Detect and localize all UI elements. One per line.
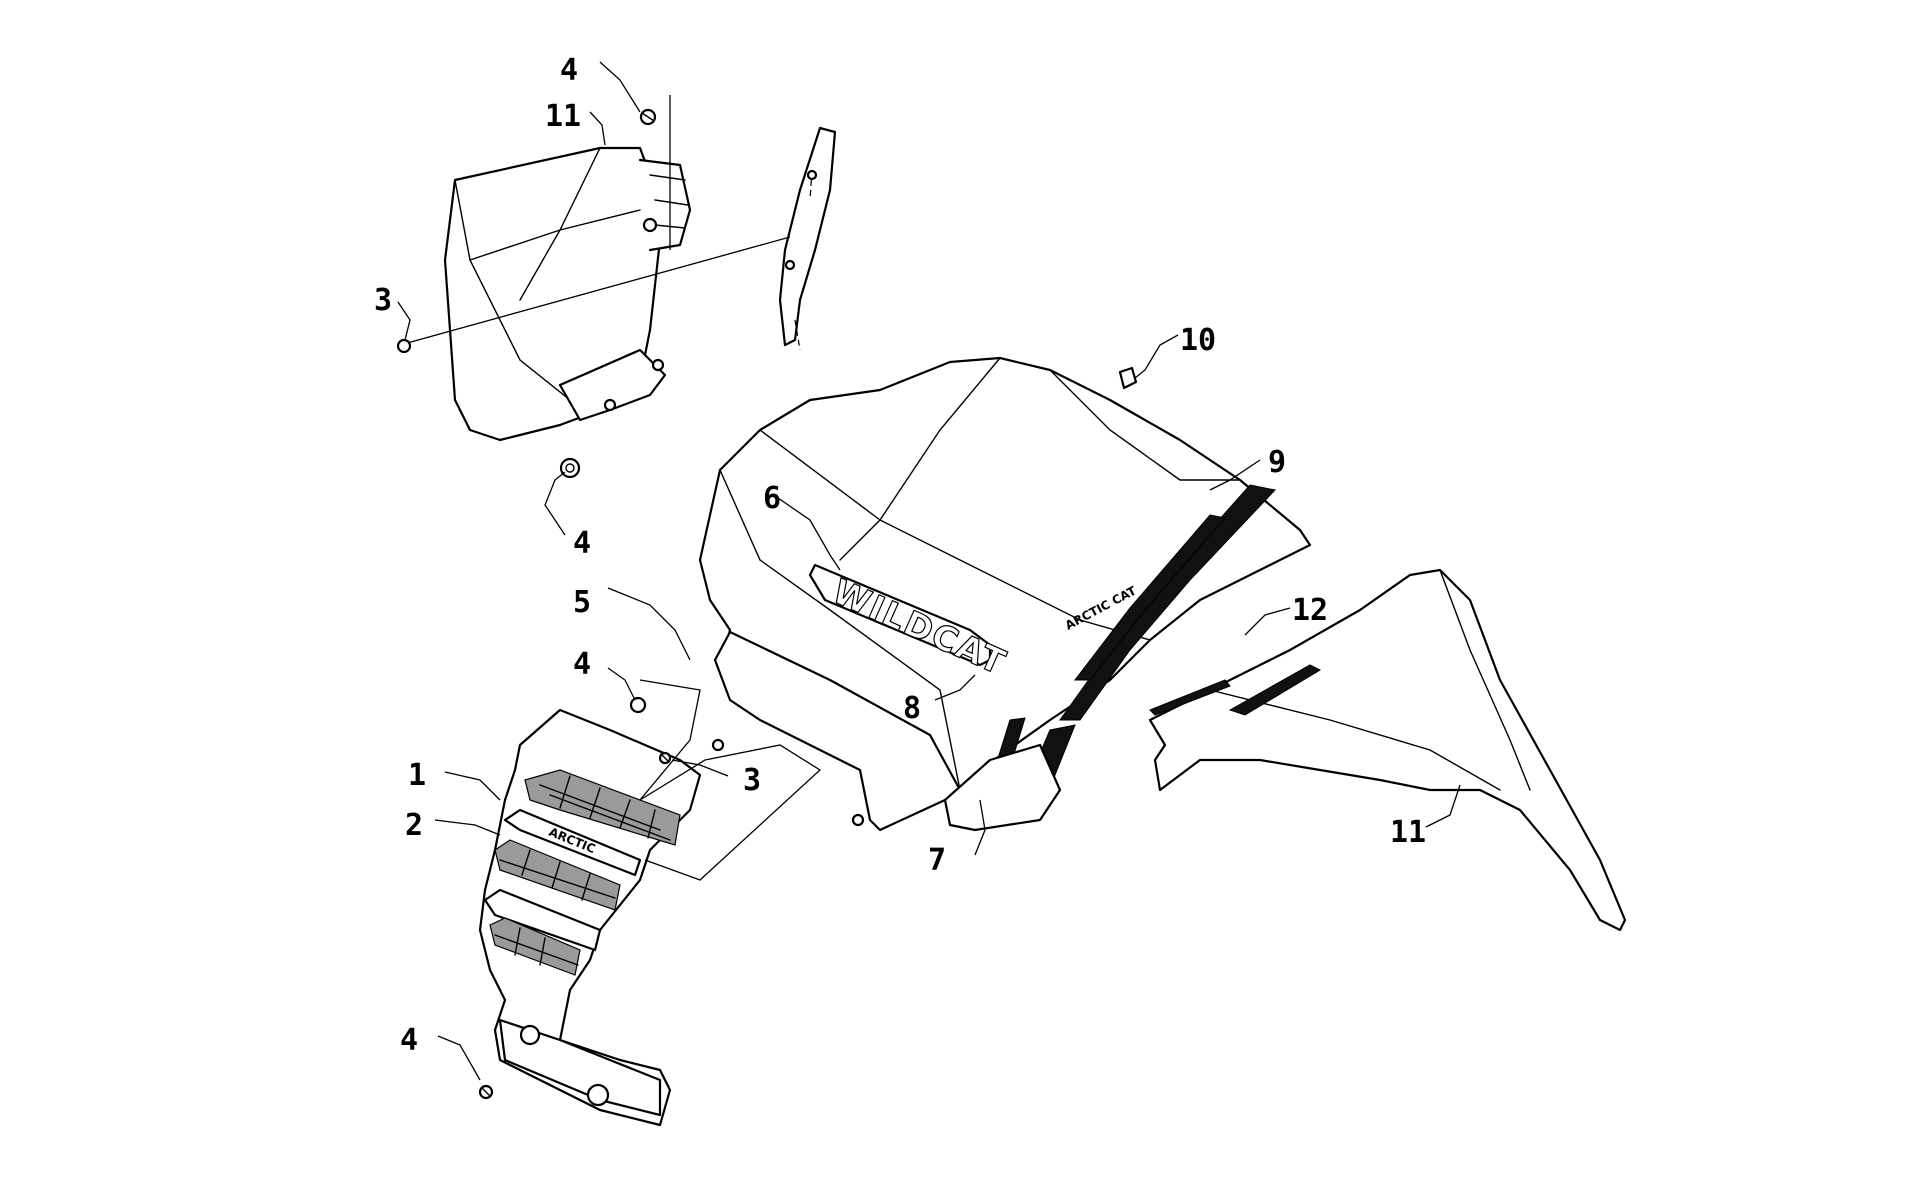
callout-11-lower: 11: [1390, 815, 1426, 850]
front-lower-insert-panel: [943, 743, 1062, 832]
callout-4-upper-mid: 4: [573, 526, 591, 561]
callout-4-top: 4: [560, 53, 578, 88]
callout-3-upper: 3: [374, 283, 392, 318]
fastener-screw-top: [639, 108, 657, 126]
front-grille-assembly: ARCTIC: [478, 708, 702, 1127]
callout-11-upper: 11: [545, 99, 581, 134]
upper-alignment-line: [399, 236, 791, 346]
hood-lower-apron: [711, 630, 962, 832]
callout-leaders: [397, 61, 1461, 1081]
fastener-nut-mid: [629, 696, 647, 714]
fastener-screw-mid: [658, 751, 672, 765]
callout-7: 7: [928, 843, 946, 878]
fastener-screw-bottom: [478, 1084, 494, 1100]
left-side-panel: [443, 146, 692, 442]
right-fender: [1148, 568, 1627, 932]
callout-labels: 4 11 3 4 5 6 4 1 2 3 4 8 7 9 10 12 11: [374, 53, 1426, 1058]
callout-8: 8: [903, 691, 921, 726]
callout-2: 2: [405, 808, 423, 843]
callout-6: 6: [763, 481, 781, 516]
callout-4-mid: 4: [573, 647, 591, 682]
fastener-clip-top: [1118, 366, 1138, 390]
callout-4-bottom: 4: [400, 1023, 418, 1058]
callout-10: 10: [1180, 323, 1216, 358]
callout-9: 9: [1268, 445, 1286, 480]
grille-alignment-line: [639, 679, 822, 881]
fastener-nut-left: [396, 338, 412, 354]
callout-5: 5: [573, 585, 591, 620]
callout-1: 1: [408, 758, 426, 793]
callout-12: 12: [1292, 593, 1328, 628]
upper-mounting-bracket: [778, 126, 837, 351]
callout-3-lower: 3: [743, 763, 761, 798]
fastener-washer-upper: [559, 457, 581, 479]
